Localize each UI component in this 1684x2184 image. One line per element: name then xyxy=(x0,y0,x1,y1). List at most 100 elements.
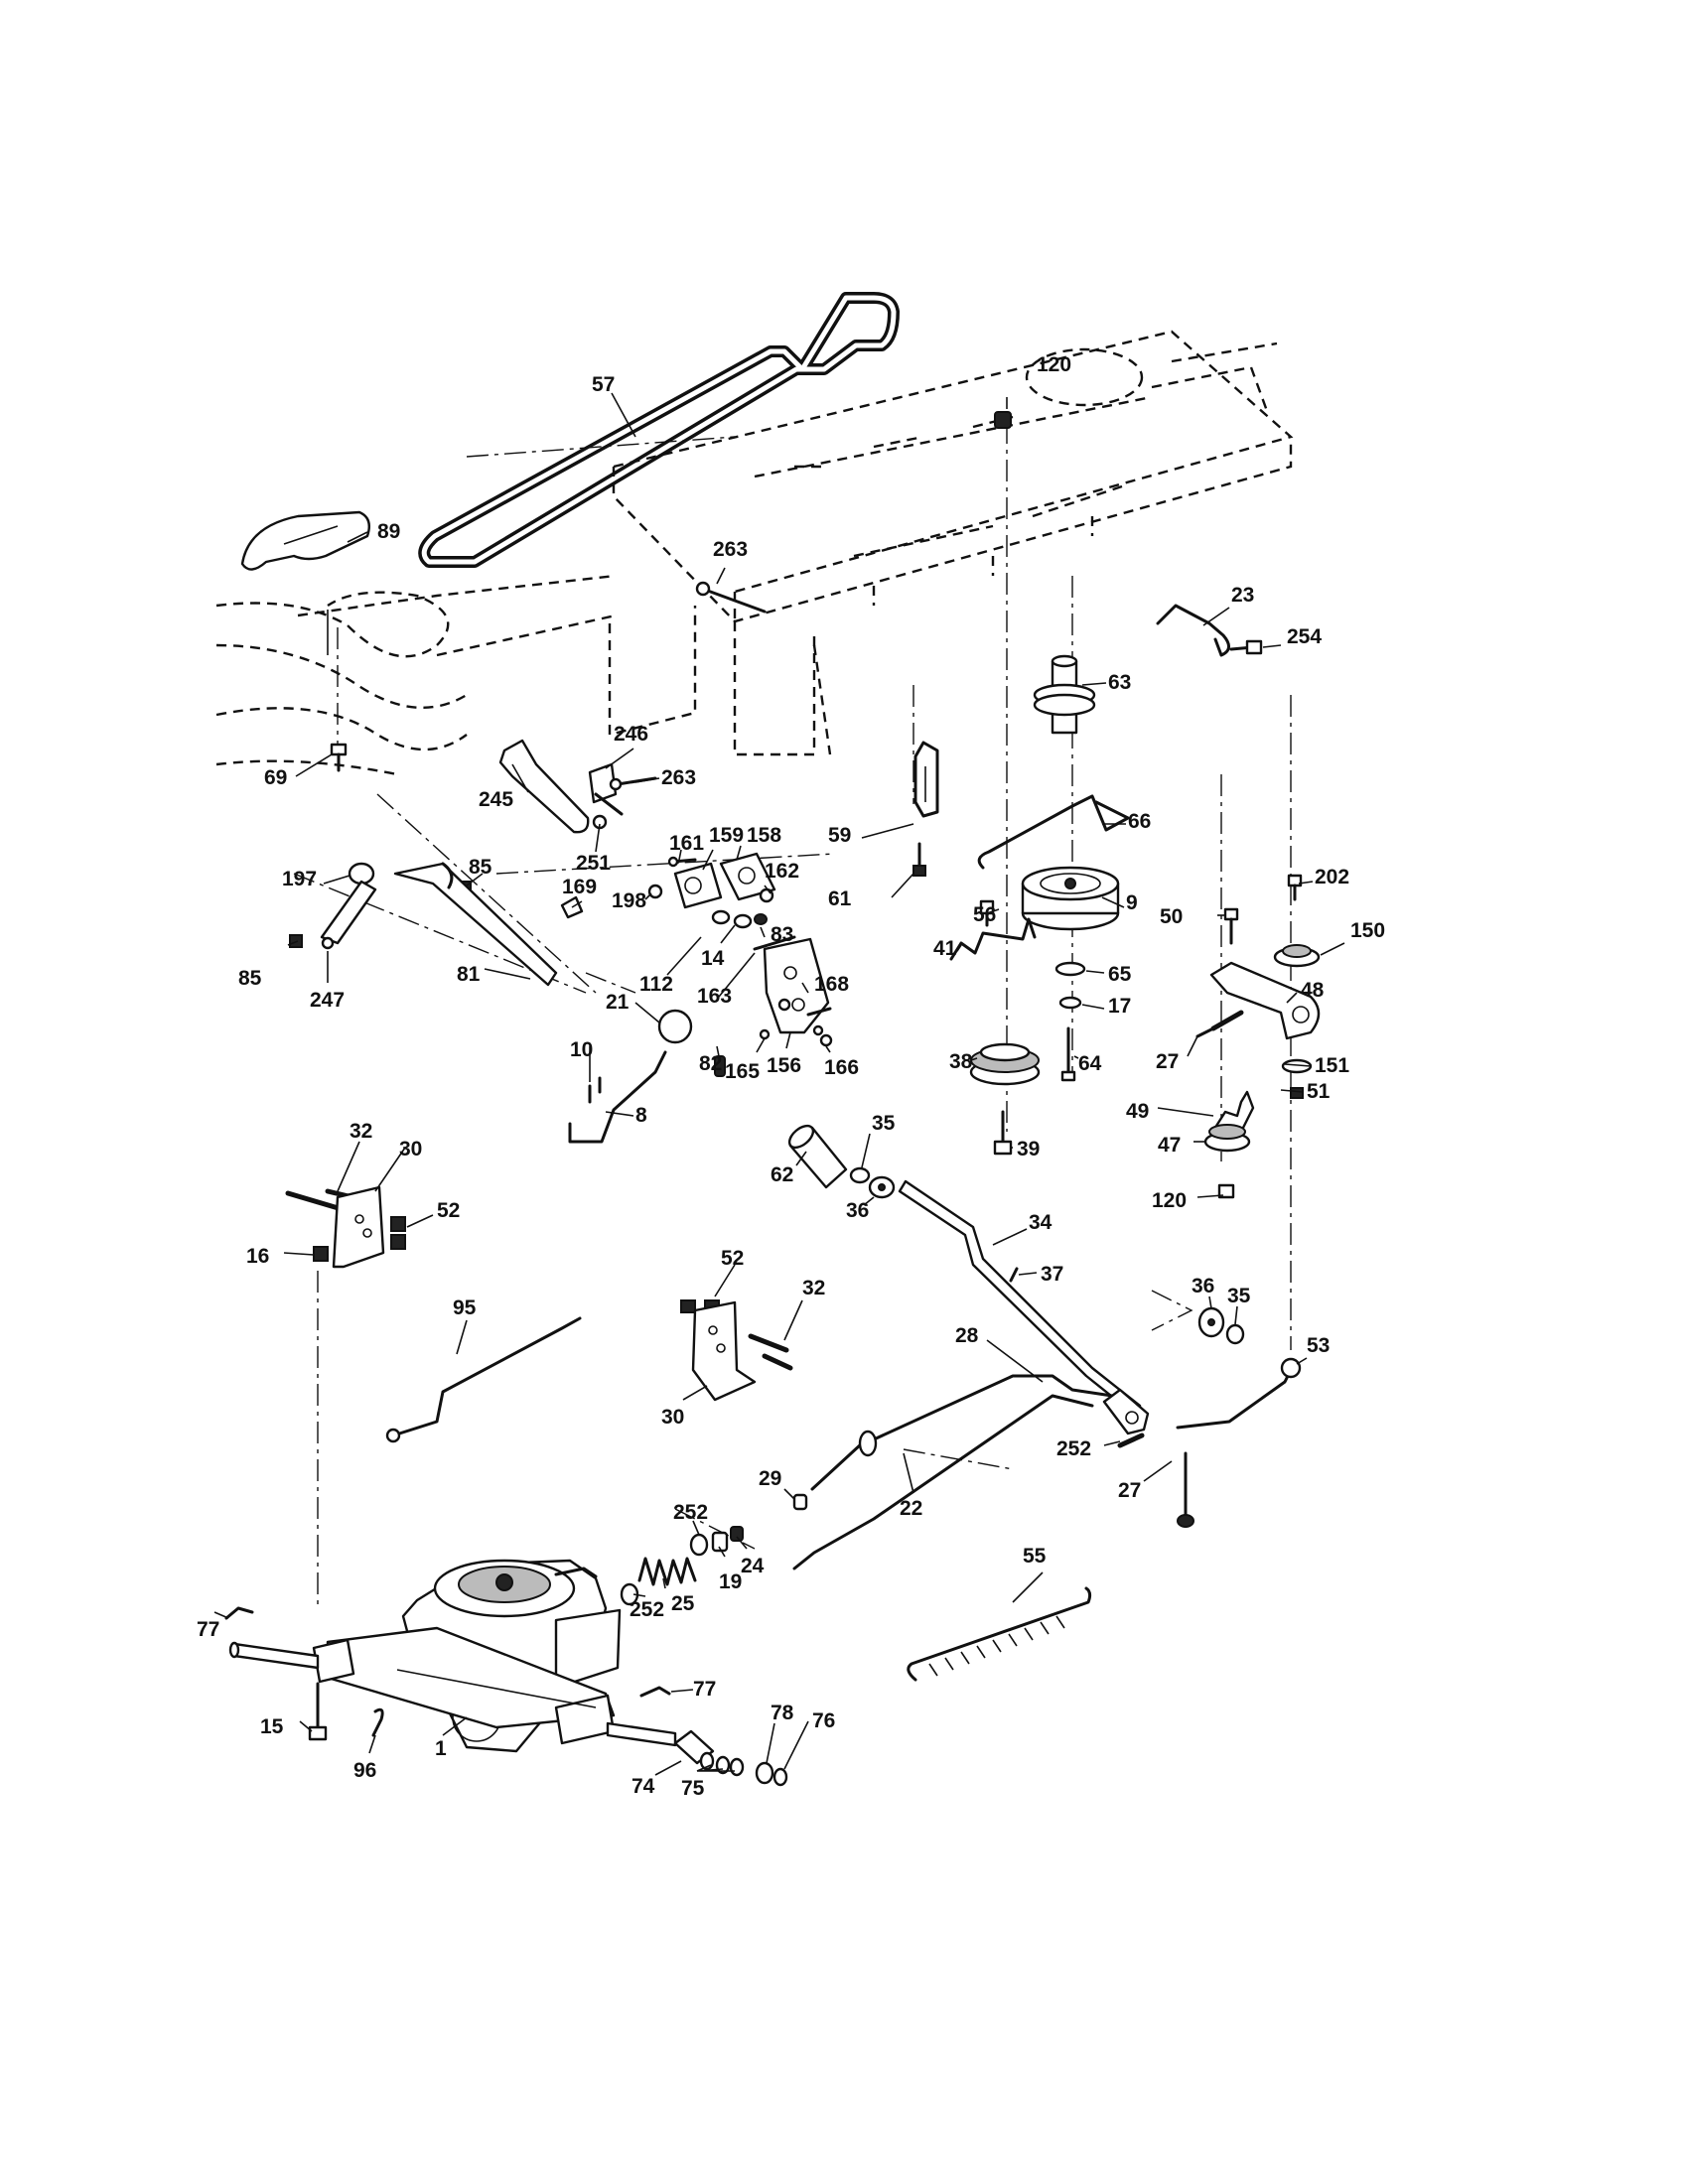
washer xyxy=(868,1175,896,1199)
part-label: 1 xyxy=(435,1737,447,1760)
part-label: 52 xyxy=(721,1247,744,1270)
part-label: 166 xyxy=(824,1056,859,1079)
key xyxy=(639,1686,671,1698)
washer xyxy=(689,1533,709,1557)
axle xyxy=(228,1641,320,1670)
part-label: 8 xyxy=(635,1104,647,1127)
part-label: 76 xyxy=(812,1709,835,1732)
nut xyxy=(711,1531,729,1553)
part-label: 252 xyxy=(630,1598,664,1621)
washer xyxy=(1054,961,1086,977)
electric-clutch xyxy=(1021,866,1120,931)
part-label: 19 xyxy=(719,1570,742,1593)
washer xyxy=(699,1751,745,1777)
part-label: 77 xyxy=(693,1678,716,1701)
part-label: 202 xyxy=(1315,866,1349,888)
bolt xyxy=(1287,874,1303,901)
wire-bracket xyxy=(949,917,1037,961)
part-label: 120 xyxy=(1037,353,1071,376)
part-label: 28 xyxy=(955,1324,979,1347)
part-label: 51 xyxy=(1307,1080,1331,1103)
part-label: 95 xyxy=(453,1297,477,1319)
bolt xyxy=(1060,1026,1076,1082)
bolt xyxy=(667,856,697,868)
part-label: 16 xyxy=(246,1245,269,1268)
bolt xyxy=(979,899,995,927)
nut xyxy=(730,1526,744,1542)
part-label: 263 xyxy=(661,766,696,789)
part-label: 21 xyxy=(606,991,630,1014)
washer xyxy=(755,1761,774,1785)
part-label: 49 xyxy=(1126,1100,1149,1123)
part-label: 52 xyxy=(437,1199,460,1222)
washer xyxy=(777,998,791,1012)
brake-wire xyxy=(977,794,1130,870)
part-label: 162 xyxy=(765,860,799,883)
part-label: 55 xyxy=(1023,1545,1047,1568)
idler-pulley xyxy=(1273,944,1321,968)
seat-cover xyxy=(240,510,370,655)
part-label: 252 xyxy=(1056,1437,1091,1460)
shift-rod xyxy=(385,1316,582,1443)
part-label: 15 xyxy=(260,1715,284,1738)
shift-rod xyxy=(568,1050,667,1144)
clip xyxy=(371,1707,384,1737)
rod-bracket xyxy=(1156,604,1230,657)
washer xyxy=(1197,1306,1225,1338)
part-label: 74 xyxy=(632,1775,655,1798)
part-label: 251 xyxy=(576,852,611,875)
part-label: 10 xyxy=(570,1038,593,1061)
part-label: 85 xyxy=(469,856,492,879)
shift-link-rod xyxy=(792,1394,1094,1570)
bolt xyxy=(1117,1433,1145,1448)
nut xyxy=(994,411,1012,429)
part-label: 69 xyxy=(264,766,287,789)
frame-outline xyxy=(608,330,1294,756)
part-label: 32 xyxy=(802,1277,825,1299)
part-label: 63 xyxy=(1108,671,1131,694)
part-label: 89 xyxy=(377,520,400,543)
spacer xyxy=(1225,1323,1245,1345)
part-label: 32 xyxy=(350,1120,372,1143)
pulley xyxy=(969,1042,1041,1086)
part-label: 65 xyxy=(1108,963,1132,986)
part-label: 53 xyxy=(1307,1334,1330,1357)
clip xyxy=(759,1028,771,1040)
part-label: 161 xyxy=(669,832,704,855)
clip xyxy=(792,1493,808,1511)
part-label: 96 xyxy=(353,1759,376,1782)
brake-rod xyxy=(810,1374,1114,1491)
bolt xyxy=(588,1076,602,1104)
part-label: 120 xyxy=(1152,1189,1187,1212)
part-label: 36 xyxy=(1192,1275,1214,1297)
mounting-bracket xyxy=(332,1185,385,1269)
part-labels: 57 120 89 263 23 254 63 69 246 263 245 5… xyxy=(197,353,1385,1800)
part-label: 61 xyxy=(828,887,852,910)
part-label: 27 xyxy=(1118,1479,1141,1502)
part-label: 14 xyxy=(701,947,725,970)
bushing xyxy=(787,1124,848,1189)
part-label: 78 xyxy=(771,1702,794,1724)
bolt xyxy=(308,1682,328,1741)
body-outline xyxy=(215,574,617,776)
rod-end xyxy=(554,1567,598,1578)
idler-pulley xyxy=(1203,1124,1251,1153)
part-label: 247 xyxy=(310,989,345,1012)
part-label: 62 xyxy=(771,1163,793,1186)
transaxle xyxy=(312,1559,622,1753)
part-label: 83 xyxy=(771,923,793,946)
part-label: 246 xyxy=(614,723,648,746)
part-label: 29 xyxy=(759,1467,781,1490)
part-label: 30 xyxy=(661,1406,684,1429)
part-label: 24 xyxy=(741,1555,765,1577)
part-label: 64 xyxy=(1078,1052,1102,1075)
idler-arm xyxy=(1209,961,1321,1040)
axle xyxy=(606,1721,677,1747)
shift-arm xyxy=(320,880,377,950)
shift-knob xyxy=(657,1009,693,1044)
pivot-link xyxy=(673,862,723,909)
part-label: 75 xyxy=(681,1777,705,1800)
washer xyxy=(1058,996,1082,1010)
part-label: 35 xyxy=(872,1112,896,1135)
spacer xyxy=(849,1166,871,1184)
